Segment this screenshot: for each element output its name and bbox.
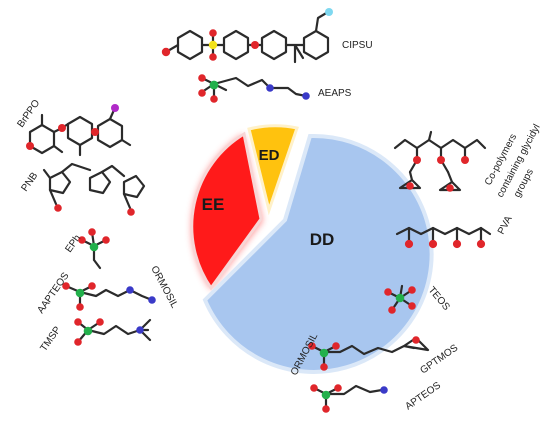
oxygen-atom bbox=[198, 89, 206, 97]
oxygen-atom bbox=[412, 336, 420, 344]
pie-segment-dd bbox=[202, 133, 434, 374]
molecule-aapteos: AAPTEOS bbox=[35, 270, 156, 316]
oxygen-atom bbox=[198, 74, 206, 82]
oxygen-atom bbox=[78, 236, 86, 244]
pie-label-dd: DD bbox=[310, 230, 335, 249]
silicon-atom bbox=[89, 242, 99, 252]
oxygen-atom bbox=[209, 53, 217, 61]
sulfur-atom bbox=[208, 40, 218, 50]
molecule-pnb: PNB bbox=[19, 162, 146, 216]
bromine-atom bbox=[111, 104, 119, 112]
pie-segment-ee bbox=[190, 131, 263, 291]
oxygen-atom bbox=[96, 318, 104, 326]
molecule-tmsp: TMSP bbox=[38, 318, 152, 354]
oxygen-atom bbox=[127, 208, 135, 216]
oxygen-atom bbox=[210, 95, 218, 103]
label-brppo: BrPPO bbox=[15, 98, 42, 130]
oxygen-atom bbox=[62, 282, 70, 290]
oxygen-atom bbox=[26, 142, 34, 150]
molecule-aeaps: AEAPS bbox=[198, 74, 352, 103]
silicon-atom bbox=[209, 80, 219, 90]
oxygen-atom bbox=[161, 47, 171, 57]
label-aapteos: AAPTEOS bbox=[35, 270, 71, 315]
pie-segment-ed bbox=[247, 124, 299, 216]
pie-label-ed: ED bbox=[259, 147, 280, 164]
silicon-atom bbox=[83, 326, 93, 336]
oxygen-atom bbox=[88, 228, 96, 236]
nitrogen-atom bbox=[148, 296, 156, 304]
oxygen-atom bbox=[76, 303, 84, 311]
pie-label-ee: EE bbox=[202, 195, 225, 214]
silicon-atom bbox=[319, 348, 329, 358]
oxygen-atom bbox=[476, 239, 486, 249]
label-teos: TEOS bbox=[426, 285, 452, 313]
oxygen-atom bbox=[322, 405, 330, 413]
label-apteos: APTEOS bbox=[403, 380, 443, 412]
nitrogen-atom bbox=[126, 286, 134, 294]
molecule-eph: EPh bbox=[63, 228, 110, 270]
silicon-atom bbox=[395, 293, 405, 303]
silicon-atom bbox=[75, 288, 85, 298]
oxygen-atom bbox=[251, 41, 259, 49]
oxygen-atom bbox=[437, 156, 445, 164]
oxygen-atom bbox=[74, 338, 82, 346]
oxygen-atom bbox=[320, 363, 328, 371]
nitrogen-atom bbox=[380, 386, 388, 394]
label-aeaps: AEAPS bbox=[318, 88, 352, 99]
oxygen-atom bbox=[413, 156, 421, 164]
label-pva: PVA bbox=[496, 214, 515, 236]
oxygen-atom bbox=[102, 236, 110, 244]
oxygen-atom bbox=[334, 384, 342, 392]
oxygen-atom bbox=[308, 342, 316, 350]
label-cipsu: CIPSU bbox=[342, 40, 373, 51]
oxygen-atom bbox=[58, 124, 66, 132]
oxygen-atom bbox=[54, 204, 62, 212]
nitrogen-atom bbox=[266, 84, 274, 92]
oxygen-atom bbox=[404, 239, 414, 249]
label-eph: EPh bbox=[63, 233, 83, 255]
oxygen-atom bbox=[74, 318, 82, 326]
oxygen-atom bbox=[446, 184, 454, 192]
label-tmsp: TMSP bbox=[38, 324, 63, 353]
molecule-brppo: BrPPO bbox=[15, 98, 132, 157]
oxygen-atom bbox=[310, 384, 318, 392]
oxygen-atom bbox=[332, 342, 340, 350]
oxygen-atom bbox=[461, 156, 469, 164]
oxygen-atom bbox=[408, 286, 416, 294]
molecule-cipsu: CIPSU bbox=[161, 8, 373, 64]
label-pnb: PNB bbox=[19, 170, 40, 193]
molecule-apteos: APTEOS bbox=[310, 380, 443, 413]
silicon-atom bbox=[321, 390, 331, 400]
oxygen-atom bbox=[384, 288, 392, 296]
oxygen-atom bbox=[428, 239, 438, 249]
nitrogen-atom bbox=[136, 326, 144, 334]
oxygen-atom bbox=[91, 128, 99, 136]
oxygen-atom bbox=[388, 306, 396, 314]
fluorine-atom bbox=[325, 8, 333, 16]
pie-chart: EE ED DD bbox=[190, 124, 434, 374]
oxygen-atom bbox=[452, 239, 462, 249]
oxygen-atom bbox=[408, 302, 416, 310]
oxygen-atom bbox=[88, 282, 96, 290]
molecule-copolymer-glycidyl: Co-polymers containing glycidyl groups bbox=[393, 123, 543, 199]
oxygen-atom bbox=[209, 29, 217, 37]
oxygen-atom bbox=[406, 182, 414, 190]
nitrogen-atom bbox=[302, 92, 310, 100]
